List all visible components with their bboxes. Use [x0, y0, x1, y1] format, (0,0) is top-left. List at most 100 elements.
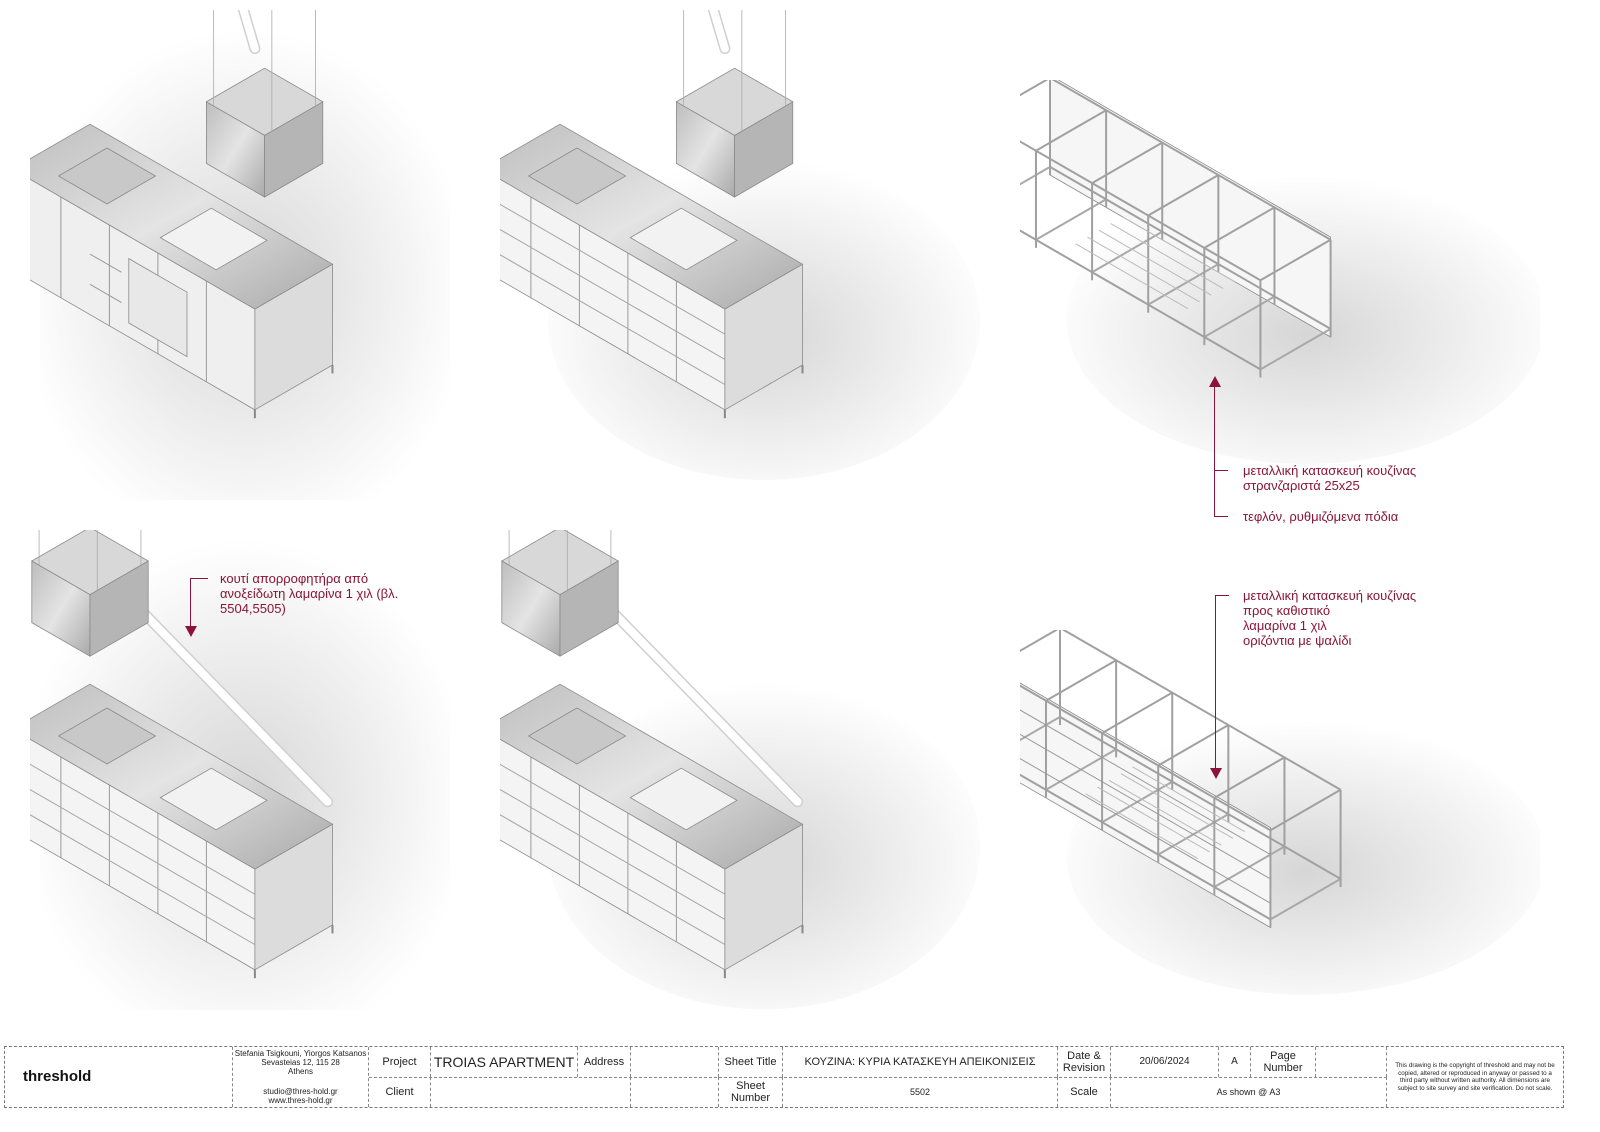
hood-box-top	[501, 530, 619, 596]
kitchen-isometric-drawing	[30, 10, 450, 500]
hood-box-top	[31, 530, 149, 596]
sheet-title-value: ΚΟΥΖΙΝΑ: ΚΥΡΙΑ ΚΑΤΑΣΚΕΥΗ ΑΠΕΙΚΟΝΙΣΕΙΣ	[783, 1047, 1058, 1077]
annotation-hood: κουτί απορροφητήρα από ανοξείδωτη λαμαρί…	[220, 571, 398, 616]
extraction-pipe	[707, 10, 731, 55]
annotation-text: προς καθιστικό	[1243, 603, 1331, 618]
page-number-label: Page Number	[1251, 1047, 1316, 1077]
frame-rail	[1259, 328, 1332, 371]
sink	[57, 147, 157, 205]
leader-line	[1215, 595, 1229, 596]
address-label: Address	[578, 1047, 631, 1077]
leader-line	[190, 578, 191, 628]
date-label: Date & Revision	[1058, 1047, 1111, 1077]
contact-city: Athens	[288, 1067, 313, 1076]
cooktop	[159, 207, 268, 271]
shelf-line	[1020, 709, 1271, 856]
shelf-line	[500, 763, 726, 895]
frame-rail	[1020, 140, 1261, 282]
date-value: 20/06/2024	[1111, 1047, 1219, 1077]
cooktop	[629, 767, 738, 831]
leader-line	[1215, 595, 1216, 770]
slat	[1087, 236, 1200, 303]
annotation-text: κουτί απορροφητήρα από	[220, 571, 369, 586]
hood-box-top	[205, 67, 324, 136]
leader-arrow	[185, 626, 197, 637]
project-value: TROIAS APARTMENT	[431, 1047, 578, 1077]
drawer-line	[89, 283, 122, 303]
annotation-text: στρανζαριστά 25x25	[1243, 478, 1360, 493]
back-panel	[1020, 682, 1271, 929]
view-back-hood	[30, 530, 470, 1040]
frame-rail	[1147, 263, 1219, 306]
frame-rail	[1020, 630, 1059, 653]
frame-isometric-drawing	[1020, 80, 1540, 464]
hood-box-top	[675, 67, 794, 136]
slat	[1108, 779, 1222, 846]
frame-rail	[1203, 206, 1275, 249]
annotation-feet: τεφλόν, ρυθμιζόμενα πόδια	[1243, 509, 1399, 524]
frame-rail	[1035, 109, 1107, 152]
view-frame-structure	[1020, 80, 1540, 480]
contact-street: Sevasteias 12, 115 28	[261, 1058, 340, 1067]
frame-rail	[1045, 659, 1117, 702]
frame-rail	[1269, 788, 1342, 832]
shelf-line	[500, 254, 726, 386]
frame-rail	[1035, 198, 1107, 241]
sink	[527, 707, 627, 765]
shelf-line	[500, 228, 726, 360]
slat	[1120, 773, 1234, 839]
frame-rail	[1157, 724, 1229, 767]
frame-rail	[1020, 229, 1261, 371]
page-number-value	[1316, 1047, 1387, 1077]
annotation-text: οριζόντια με ψαλίδι	[1243, 633, 1352, 648]
annotation-frame: μεταλλική κατασκευή κουζίνας στρανζαριστ…	[1243, 463, 1416, 493]
leader-line	[1214, 516, 1228, 517]
frame-rail	[1213, 756, 1285, 799]
shelf-line	[500, 814, 726, 946]
kitchen-isometric-drawing	[500, 530, 980, 1010]
shelf-line	[30, 814, 256, 946]
frame-isometric-drawing	[1020, 630, 1540, 995]
frame-rail	[1051, 80, 1332, 241]
shelf-line	[30, 788, 256, 920]
frame-rail	[1203, 295, 1275, 338]
address-value	[631, 1047, 719, 1077]
contact-email[interactable]: studio@thres-hold.gr	[263, 1087, 338, 1096]
slat	[1110, 223, 1224, 289]
cooktop	[629, 207, 738, 271]
shelf-line	[30, 763, 256, 895]
scale-value: As shown @ A3	[1111, 1077, 1387, 1107]
view-front-closed	[30, 10, 470, 510]
frame-rail	[1091, 141, 1163, 184]
copyright-notice: This drawing is the copyright of thresho…	[1395, 1062, 1555, 1092]
logo: threshold	[23, 1068, 92, 1085]
client-label: Client	[369, 1077, 431, 1107]
leader-line	[1214, 386, 1215, 516]
project-label: Project	[369, 1047, 431, 1077]
annotation-text: μεταλλική κατασκευή κουζίνας	[1243, 588, 1417, 603]
view-front-open	[500, 10, 980, 510]
sheet-title-label: Sheet Title	[719, 1047, 783, 1077]
frame-rail	[1061, 630, 1342, 791]
view-back-structure	[1020, 630, 1540, 1010]
annotation-text: 5504,5505)	[220, 601, 286, 616]
shelf-line	[1020, 758, 1271, 904]
slat	[1098, 229, 1212, 296]
frame-rail	[1020, 166, 1051, 186]
drawer-line	[89, 253, 122, 273]
leader-arrow	[1209, 376, 1221, 387]
frame-rail	[1259, 238, 1332, 282]
annotation-text: λαμαρίνα 1 χιλ	[1243, 618, 1327, 633]
shelf-line	[500, 788, 726, 920]
slat	[1122, 216, 1235, 283]
annotation-text: ανοξείδωτη λαμαρίνα 1 χιλ (βλ.	[220, 586, 399, 601]
client-value	[431, 1077, 631, 1107]
slat	[1132, 766, 1245, 833]
frame-rail	[1020, 684, 1271, 832]
sheet-number-label: Sheet Number	[719, 1077, 783, 1107]
shelf-line	[500, 203, 726, 335]
shelf-line	[1020, 733, 1271, 880]
kitchen-isometric-drawing	[500, 10, 980, 480]
contact-website[interactable]: www.thres-hold.gr	[268, 1096, 333, 1105]
frame-rail	[1269, 878, 1342, 921]
